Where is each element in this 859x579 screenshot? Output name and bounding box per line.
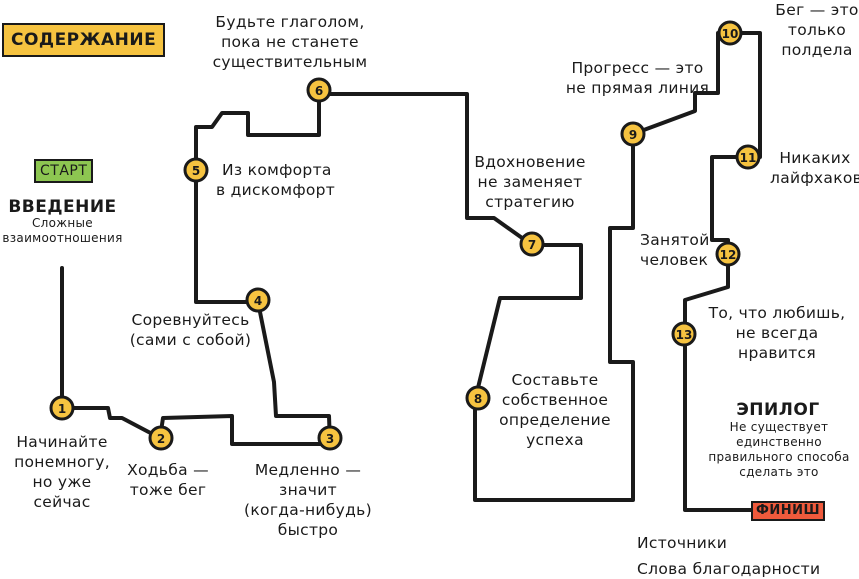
stop-circle (620, 121, 646, 147)
stop-circle (671, 321, 697, 347)
stop-11-marker[interactable]: 11 (735, 144, 761, 170)
stop-number: 10 (722, 27, 739, 41)
stop-circle (715, 241, 741, 267)
stop-1-marker[interactable]: 1 (49, 395, 75, 421)
stop-circle (465, 385, 491, 411)
section-epilogue[interactable]: ЭПИЛОГ (736, 400, 820, 420)
stop-number: 13 (676, 328, 693, 342)
chapter-2-label[interactable]: Ходьба —тоже бег (127, 461, 209, 499)
stop-10-marker[interactable]: 10 (717, 20, 743, 46)
stop-12-marker[interactable]: 12 (715, 241, 741, 267)
toc-title: СОДЕРЖАНИЕ (2, 23, 166, 57)
stop-3-marker[interactable]: 3 (317, 425, 343, 451)
stop-circle (49, 395, 75, 421)
stop-number: 8 (474, 392, 482, 406)
stop-7-marker[interactable]: 7 (519, 231, 545, 257)
stop-8-marker[interactable]: 8 (465, 385, 491, 411)
stop-circle (245, 287, 271, 313)
stop-6-marker[interactable]: 6 (306, 77, 332, 103)
stop-circle (735, 144, 761, 170)
stop-number: 1 (58, 402, 66, 416)
stop-9-marker[interactable]: 9 (620, 121, 646, 147)
stop-number: 4 (254, 294, 262, 308)
stop-number: 9 (629, 128, 637, 142)
stop-number: 11 (740, 151, 757, 165)
stop-circle (148, 425, 174, 451)
stop-circle (317, 425, 343, 451)
chapter-3-label[interactable]: Медленно —значит(когда-нибудь)быстро (244, 461, 372, 539)
introduction-subtitle[interactable]: Сложные взаимоотношения (2, 216, 123, 245)
stop-5-marker[interactable]: 5 (183, 157, 209, 183)
start-badge: СТАРТ (34, 159, 94, 183)
stop-number: 6 (315, 84, 323, 98)
stop-number: 2 (157, 432, 165, 446)
stop-2-marker[interactable]: 2 (148, 425, 174, 451)
stop-number: 7 (528, 238, 536, 252)
stop-circle (717, 20, 743, 46)
appendix-sources[interactable]: Источники (637, 534, 728, 552)
stop-circle (183, 157, 209, 183)
stop-circle (306, 77, 332, 103)
appendix-acknowledgements[interactable]: Слова благодарности (637, 560, 821, 578)
finish-badge: ФИНИШ (751, 501, 826, 521)
stop-circle (519, 231, 545, 257)
chapter-4-label[interactable]: Соревнуйтесь(сами с собой) (129, 311, 252, 349)
stop-number: 3 (326, 432, 334, 446)
section-introduction[interactable]: ВВЕДЕНИЕ (8, 197, 117, 217)
stop-4-marker[interactable]: 4 (245, 287, 271, 313)
stop-13-marker[interactable]: 13 (671, 321, 697, 347)
stop-number: 5 (192, 164, 200, 178)
stop-number: 12 (720, 248, 737, 262)
